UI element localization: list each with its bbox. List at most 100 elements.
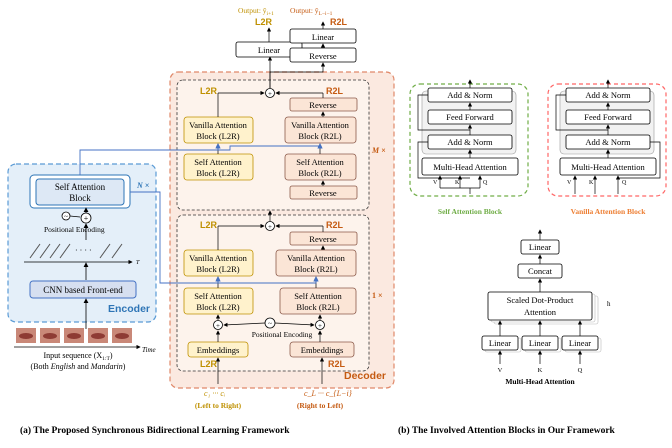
caption-left: (a) The Proposed Synchronous Bidirection… — [20, 425, 290, 436]
encoder-positional-encoding: Positional Encoding — [44, 225, 105, 234]
vanilla-q-label: Q — [622, 180, 627, 186]
lower-reverse-top — [289, 231, 358, 246]
input-sequence-label: Input sequence (X1:T) — [44, 351, 113, 362]
mha-sdpa-line1: Scaled Dot-Product — [507, 295, 574, 305]
lower-self-l2r — [183, 287, 254, 315]
upper-merge-add-symbol: + — [268, 90, 272, 98]
linear-l2r-label: Linear — [258, 45, 280, 55]
lower-self-r2l-line2: Block (R2L) — [296, 302, 339, 312]
upper-self-l2r — [183, 153, 254, 181]
output-tag-r2l: R2L — [330, 17, 348, 27]
lower-add-l2r-icon — [213, 320, 223, 330]
mha-connectors — [497, 229, 583, 364]
decoder-panel: Decoder M × L2R R2L + Reverse Vanilla At… — [79, 56, 395, 389]
output-tag-l2r: L2R — [255, 17, 273, 27]
lower-vanilla-l2r — [183, 249, 254, 277]
self-v-label: V — [433, 180, 438, 186]
cnn-frontend-block — [29, 280, 137, 299]
vanilla-mha-label: Multi-Head Attention — [571, 162, 645, 172]
self-mha-label: Multi-Head Attention — [433, 162, 507, 172]
encoder-sine-symbol: ~ — [64, 213, 68, 221]
encoder-panel: Self Attention Block N × + ~ Positional … — [7, 163, 157, 329]
embeddings-r2l — [289, 341, 355, 358]
lip-frame — [64, 328, 84, 343]
decoder-input-r2l: c_L ··· c_{L−i} — [304, 389, 353, 398]
self-feed-forward-label: Feed Forward — [446, 112, 494, 122]
upper-vanilla-l2r — [183, 116, 254, 144]
embeddings-r2l-label: Embeddings — [301, 345, 344, 355]
lower-vanilla-r2l-line2: Block (R2L) — [294, 264, 337, 274]
mha-h-label: h — [607, 300, 611, 308]
lower-reverse-top-label: Reverse — [309, 234, 337, 244]
mha-q-input: Q — [578, 367, 583, 374]
upper-reverse-bottom — [289, 185, 358, 200]
vanilla-block-caption: Vanilla Attention Block — [571, 207, 647, 216]
upper-reverse-bottom-label: Reverse — [309, 188, 337, 198]
mha-k-input: K — [538, 367, 543, 374]
lower-vanilla-r2l-line1: Vanilla Attention — [287, 253, 346, 263]
upper-vanilla-r2l-line1: Vanilla Attention — [291, 120, 350, 130]
encoder-pe-line — [69, 215, 81, 218]
decoder-label: Decoder — [344, 370, 386, 382]
lower-vanilla-l2r-line1: Vanilla Attention — [189, 253, 248, 263]
mha-linear-top-label: Linear — [529, 242, 551, 252]
decoder-output-head: Linear Linear Reverse Output: ŷi+1 L2R O… — [235, 6, 357, 88]
mha-v-input: V — [498, 367, 503, 374]
mha-caption: Multi-Head Attention — [505, 377, 575, 386]
vanilla-k-label: K — [589, 180, 594, 186]
upper-tag-l2r: L2R — [200, 86, 218, 96]
lower-merge-add-symbol: + — [268, 223, 272, 231]
encoder-add-symbol: + — [84, 214, 89, 223]
lip-frame — [88, 328, 108, 343]
upper-vanilla-l2r-line2: Block (L2R) — [196, 131, 239, 141]
embeddings-l2r-label: Embeddings — [197, 345, 240, 355]
lip-frame — [112, 328, 132, 343]
input-languages: (Both English and Mandarin) — [31, 362, 126, 371]
lower-multiplier: 1 × — [372, 291, 383, 300]
lower-tag-bottom-l2r: L2R — [200, 359, 218, 369]
upper-tag-r2l: R2L — [326, 86, 344, 96]
caption-right: (b) The Involved Attention Blocks in Our… — [398, 425, 616, 436]
upper-vanilla-r2l-line2: Block (R2L) — [298, 131, 341, 141]
self-block-connectors — [417, 79, 483, 194]
mha-concat-label: Concat — [528, 266, 553, 276]
lower-self-r2l — [279, 287, 357, 315]
decoder-input-l2r-note: (Left to Right) — [195, 401, 242, 410]
upper-self-r2l-line1: Self Attention — [296, 157, 344, 167]
input-time-label: Time — [142, 346, 156, 354]
upper-self-l2r-line2: Block (L2R) — [196, 168, 239, 178]
mha-sdpa-line2: Attention — [524, 307, 557, 317]
lip-frames — [16, 328, 132, 343]
vanilla-feed-forward-label: Feed Forward — [584, 112, 632, 122]
decoder-input-l2r: c₁ ··· cᵢ — [204, 389, 225, 398]
lip-frame — [40, 328, 60, 343]
self-block-caption: Self Attention Block — [438, 207, 503, 216]
encoder-self-attention-block — [35, 178, 125, 206]
vanilla-add-norm-top-label: Add & Norm — [585, 90, 631, 100]
lower-merge-add-icon — [265, 221, 275, 231]
encoder-feature-frames — [29, 243, 123, 259]
vanilla-v-label: V — [567, 180, 572, 186]
vanilla-attention-block-detail: Add & Norm Feed Forward Add & Norm Multi… — [547, 79, 667, 216]
reverse-output-label: Reverse — [309, 51, 337, 61]
lower-tag-bottom-r2l: R2L — [328, 359, 346, 369]
upper-self-r2l — [284, 153, 357, 181]
upper-merge-add-icon — [265, 88, 275, 98]
mha-linear-q-label: Linear — [569, 338, 591, 348]
lower-tag-l2r: L2R — [200, 220, 218, 230]
upper-multiplier: M × — [371, 146, 386, 155]
encoder-ellipsis: · · · · — [75, 246, 92, 255]
self-add-norm-bottom-label: Add & Norm — [447, 137, 493, 147]
output-l2r: Output: ŷi+1 — [238, 6, 274, 17]
encoder-self-attention-line2: Block — [69, 193, 91, 203]
upper-vanilla-r2l — [284, 116, 357, 144]
self-add-norm-top-label: Add & Norm — [447, 90, 493, 100]
mha-linear-k-label: Linear — [529, 338, 551, 348]
encoder-time-t: T — [136, 260, 140, 266]
cnn-frontend-label: CNN based Front-end — [43, 285, 123, 295]
multi-head-attention-detail: Linear Concat Scaled Dot-Product Attenti… — [481, 229, 611, 386]
upper-reverse-top-label: Reverse — [309, 100, 337, 110]
lower-sine-symbol: ~ — [268, 320, 272, 328]
vanilla-add-norm-bottom-label: Add & Norm — [585, 137, 631, 147]
